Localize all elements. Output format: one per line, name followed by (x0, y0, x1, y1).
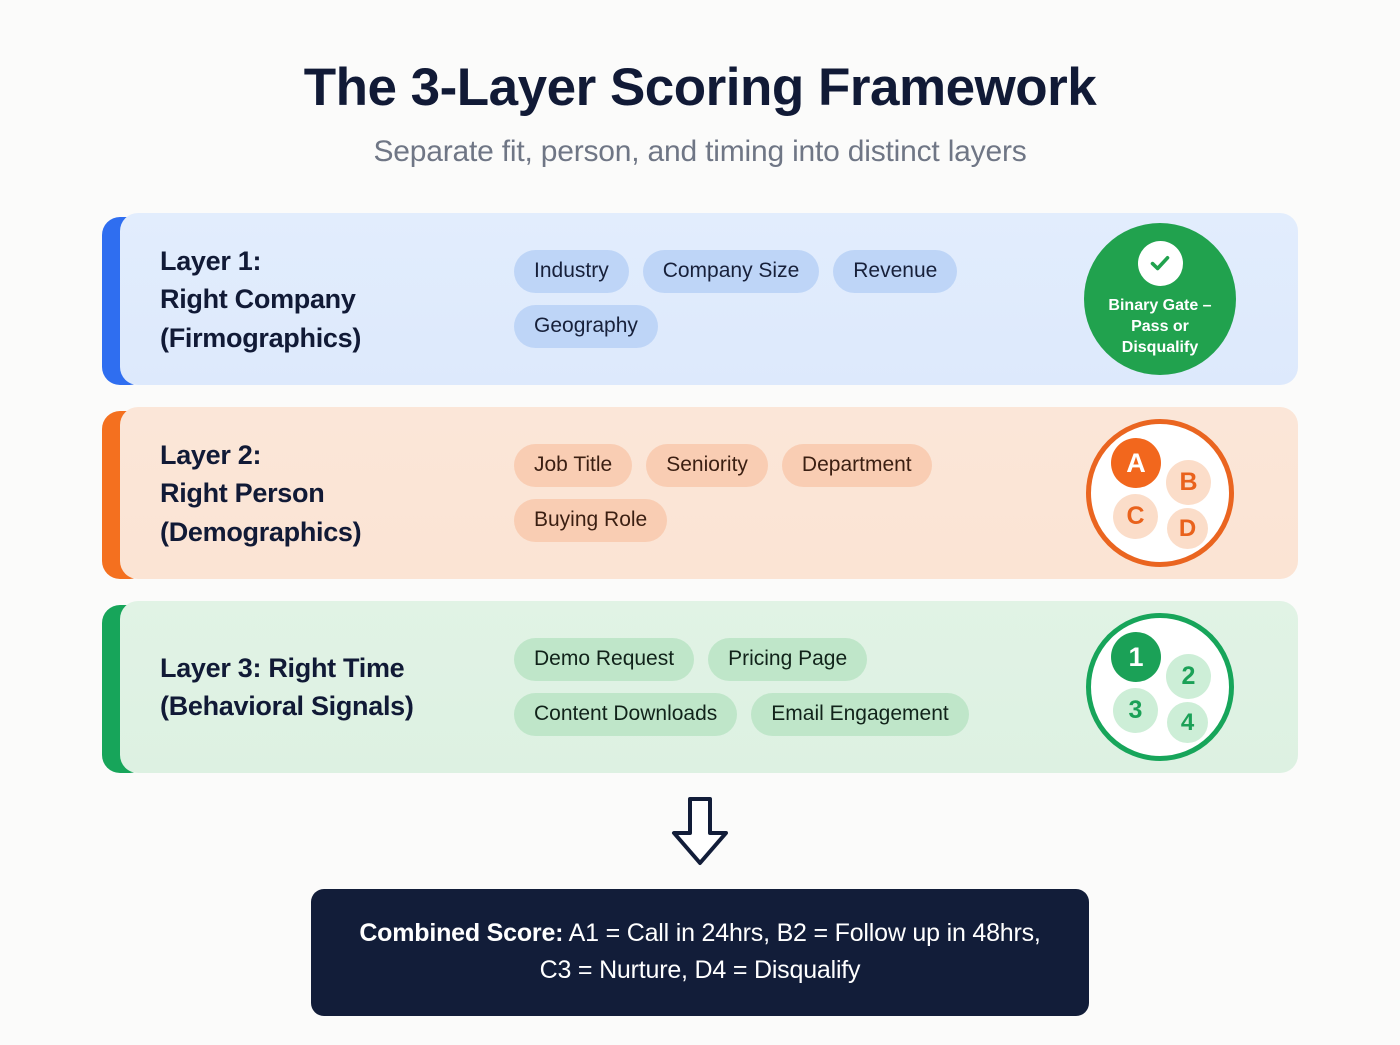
grade-node-a: A (1111, 438, 1161, 489)
layer-2-badge-slot: A B C D (1070, 419, 1250, 568)
layer-3-title: Layer 3: Right Time(Behavioral Signals) (160, 653, 414, 722)
layer-1-tags: Industry Company Size Revenue Geography (490, 250, 1070, 349)
flow-arrow-wrap (0, 795, 1400, 867)
grade-node-b: B (1166, 460, 1211, 506)
combined-score-line2: C3 = Nurture, D4 = Disqualify (539, 955, 861, 984)
page-title: The 3-Layer Scoring Framework (303, 58, 1097, 117)
layer-1-title: Layer 1:Right Company(Firmographics) (160, 245, 362, 353)
timing-node-3: 3 (1113, 688, 1158, 734)
tag-company-size[interactable]: Company Size (642, 250, 820, 294)
timing-node-2: 2 (1166, 654, 1211, 700)
layer-2-tags: Job Title Seniority Department Buying Ro… (490, 444, 1070, 543)
arrow-down-icon (672, 797, 728, 866)
layer-3-badge-slot: 1 2 3 4 (1070, 613, 1250, 762)
combined-score-box: Combined Score: A1 = Call in 24hrs, B2 =… (311, 889, 1089, 1017)
combined-score-label: Combined Score: (359, 919, 564, 948)
grade-node-d: D (1167, 508, 1208, 550)
layers-list: Layer 1:Right Company(Firmographics) Ind… (0, 213, 1400, 774)
layer-card-1: Layer 1:Right Company(Firmographics) Ind… (102, 213, 1298, 386)
tag-job-title[interactable]: Job Title (514, 444, 633, 488)
layer-3-card-body: Layer 3: Right Time(Behavioral Signals) … (120, 601, 1298, 774)
tag-demo-request[interactable]: Demo Request (514, 638, 695, 682)
tag-email-engagement[interactable]: Email Engagement (751, 693, 969, 737)
layer-card-3: Layer 3: Right Time(Behavioral Signals) … (102, 601, 1298, 774)
check-icon (1137, 240, 1183, 286)
grade-ring-badge: A B C D (1086, 419, 1234, 568)
page-subtitle: Separate fit, person, and timing into di… (373, 135, 1027, 169)
timing-node-1: 1 (1111, 632, 1161, 683)
tag-content-downloads[interactable]: Content Downloads (514, 693, 738, 737)
tag-industry[interactable]: Industry (514, 250, 629, 294)
tag-seniority[interactable]: Seniority (646, 444, 768, 488)
layer-2-card-body: Layer 2:Right Person(Demographics) Job T… (120, 407, 1298, 580)
timing-node-4: 4 (1167, 702, 1208, 744)
layer-3-tags: Demo Request Pricing Page Content Downlo… (490, 638, 1070, 737)
layer-2-title: Layer 2:Right Person(Demographics) (160, 439, 362, 547)
layer-card-2: Layer 2:Right Person(Demographics) Job T… (102, 407, 1298, 580)
tag-buying-role[interactable]: Buying Role (514, 499, 668, 543)
tag-department[interactable]: Department (781, 444, 932, 488)
tag-geography[interactable]: Geography (514, 305, 658, 349)
header: The 3-Layer Scoring Framework Separate f… (0, 0, 1400, 169)
tag-pricing-page[interactable]: Pricing Page (708, 638, 868, 682)
layer-1-card-body: Layer 1:Right Company(Firmographics) Ind… (120, 213, 1298, 386)
combined-score-line1: A1 = Call in 24hrs, B2 = Follow up in 48… (563, 919, 1041, 948)
grade-node-c: C (1113, 494, 1158, 540)
timing-ring-badge: 1 2 3 4 (1086, 613, 1234, 762)
tag-revenue[interactable]: Revenue (833, 250, 958, 294)
